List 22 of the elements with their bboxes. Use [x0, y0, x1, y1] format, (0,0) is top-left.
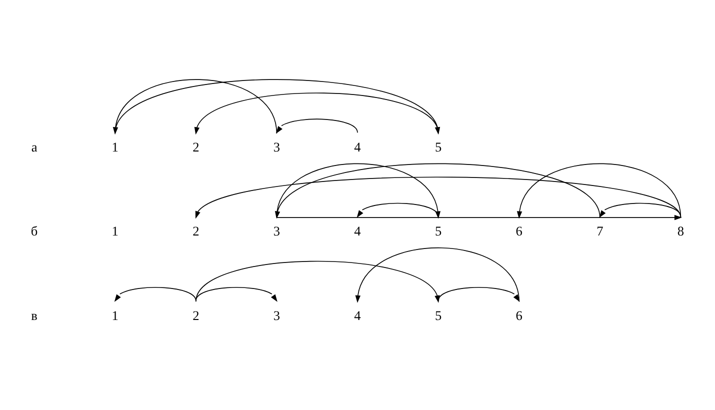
- node-text: 3: [273, 139, 280, 154]
- node-text: 4: [354, 307, 361, 322]
- node-text: 2: [192, 307, 200, 322]
- node-text: 6: [516, 307, 522, 322]
- node-text: 1: [112, 223, 118, 238]
- node-text: 4: [354, 139, 361, 154]
- node-text: 1: [112, 139, 118, 154]
- node-text: 4: [354, 223, 361, 238]
- node-text: 6: [516, 223, 522, 238]
- node-text: 8: [677, 223, 684, 238]
- node-text: 2: [192, 139, 200, 154]
- node-text: 7: [596, 223, 604, 238]
- node-text: 5: [434, 139, 442, 154]
- label: б: [30, 223, 38, 238]
- node-text: 5: [434, 307, 442, 322]
- node-text: 1: [112, 307, 118, 322]
- node-text: 3: [273, 223, 280, 238]
- label: в: [31, 307, 38, 322]
- node-text: 3: [273, 307, 280, 322]
- node-text: 2: [192, 223, 200, 238]
- node-text: 5: [434, 223, 442, 238]
- label: а: [31, 139, 38, 154]
